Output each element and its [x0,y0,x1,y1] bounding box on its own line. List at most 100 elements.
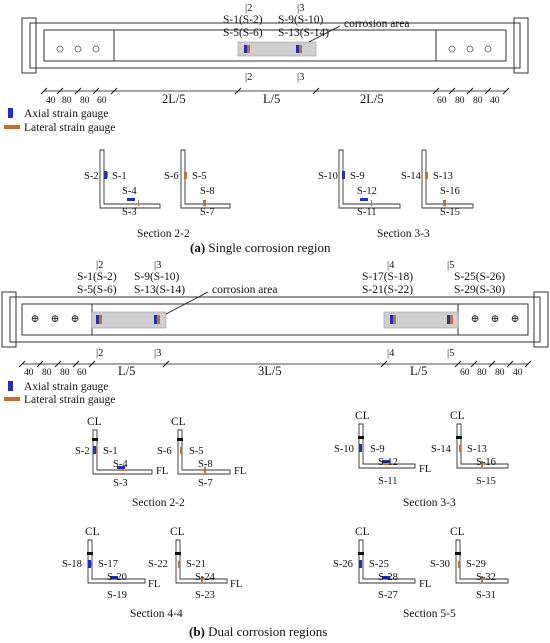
corrosion-leader-a [308,25,341,43]
section-mark-3-bottom: |3 [297,72,304,83]
centerline-label: CL [87,416,102,428]
gauge-label: S-13(S-14) [134,284,185,296]
gauge-label: S-5 [192,171,207,182]
dimension-line-b [18,360,532,368]
caption-a: (a) Single corrosion region [190,240,331,255]
gauge-label: S-3 [113,478,128,489]
corrosion-leader-b [165,291,209,315]
gauge-label: S-15 [440,207,460,218]
gauge-label: S-10 [318,171,338,182]
section-2-2-b [92,429,231,475]
section-5-5-b [358,539,509,584]
corrosion-region-b1 [91,311,167,329]
dim-value: 80 [495,368,505,378]
axial-gauge-legend-swatch [8,108,13,118]
gauge-label: S-6 [164,171,179,182]
legend-lateral: Lateral strain gauge [24,394,115,406]
flange-label: FL [419,579,431,590]
gauge-label: S-1(S-2) [223,14,263,26]
legend-axial: Axial strain gauge [24,381,108,393]
gauge-label: S-6 [157,446,172,457]
centerline-label: CL [450,410,465,422]
gauge-label: S-29 [466,559,486,570]
gauge-label: S-12 [378,457,398,468]
svg-text:⊕: ⊕ [71,314,80,325]
gauge-label: S-25(S-26) [454,271,505,283]
gauge-label: S-22 [148,559,168,570]
gauge-label: S-4 [113,459,128,470]
gauge-label: S-12 [357,186,377,197]
gauge-label: S-1 [112,171,127,182]
gauge-label: S-19 [107,590,127,601]
centerline-label: CL [170,526,185,538]
panel-a: |2 |3 |2 |3 S-1(S-2) S-5(S-6) S-9(S-10) … [4,3,529,255]
section-4-4-b [87,539,228,584]
gauge-label: S-20 [107,572,127,583]
gauge-label: S-32 [476,572,496,583]
gauge-label: S-21 [186,559,206,570]
dim-value: 40 [46,96,56,106]
section-mark: |2 [96,260,103,271]
dim-value: 60 [97,96,107,106]
gauge-label: S-11 [378,476,397,487]
section-mark: |3 [154,348,161,359]
beam-b: ⊕ ⊕ ⊕ ⊕ ⊕ ⊕ [1,291,549,348]
gauge-label: S-21(S-22) [362,284,413,296]
dimension-line-a [40,87,510,95]
dim-value: 80 [477,368,487,378]
centerline-label: CL [171,416,186,428]
axial-gauge-legend-swatch [8,381,13,391]
gauge-label: S-3 [122,207,137,218]
section-title: Section 2-2 [132,497,185,509]
span-label: 2L/5 [162,92,186,106]
dim-value: 80 [62,96,72,106]
svg-text:⊕: ⊕ [511,314,520,325]
dim-value: 40 [24,368,34,378]
svg-text:⊕: ⊕ [471,314,480,325]
gauge-label: S-5 [189,446,204,457]
gauge-label: S-2 [75,446,90,457]
corrosion-region-b2 [383,311,459,329]
gauge-label: S-9 [350,171,365,182]
section-mark-3-top: |3 [297,3,304,14]
gauge-label: S-16 [476,457,496,468]
section-title: Section 5-5 [403,608,456,620]
centerline-label: CL [355,526,370,538]
span-label: 2L/5 [360,92,384,106]
dim-value: 40 [490,96,500,106]
gauge-label: S-10 [334,444,354,455]
gauge-label: S-23 [195,590,215,601]
gauge-label: S-4 [122,186,137,197]
section-3-3-b [358,423,509,469]
gauge-label: S-27 [378,590,398,601]
gauge-label: S-16 [440,186,460,197]
section-mark-2-top: |2 [245,3,252,14]
gauge-label: S-17 [98,559,118,570]
section-title: Section 2-2 [137,228,190,240]
gauge-label: S-11 [357,207,376,218]
gauge-label: S-26 [333,559,353,570]
gauge-label: S-7 [200,207,215,218]
gauge-label: S-2 [84,171,99,182]
dim-value: 60 [77,368,87,378]
gauge-label: S-13 [433,171,453,182]
gauge-label: S-9 [370,444,385,455]
dim-value: 80 [455,96,465,106]
gauge-label: S-13(S-14) [278,27,329,39]
legend-lateral: Lateral strain gauge [24,122,115,134]
caption-b: (b) Dual corrosion regions [189,624,327,639]
corrosion-area-label: corrosion area [212,284,277,296]
section-3-3-a [338,149,474,209]
svg-text:⊕: ⊕ [51,314,60,325]
dim-value: 80 [60,368,70,378]
gauge-label: S-1(S-2) [77,271,117,283]
gauge-label: S-29(S-30) [454,284,505,296]
section-mark: |4 [387,348,395,359]
span-label: 3L/5 [258,364,282,378]
corrosion-area-label: corrosion area [344,18,409,30]
section-2-2-a [99,149,231,209]
centerline-label: CL [450,526,465,538]
dim-value: 40 [513,368,523,378]
dim-value: 80 [42,368,52,378]
